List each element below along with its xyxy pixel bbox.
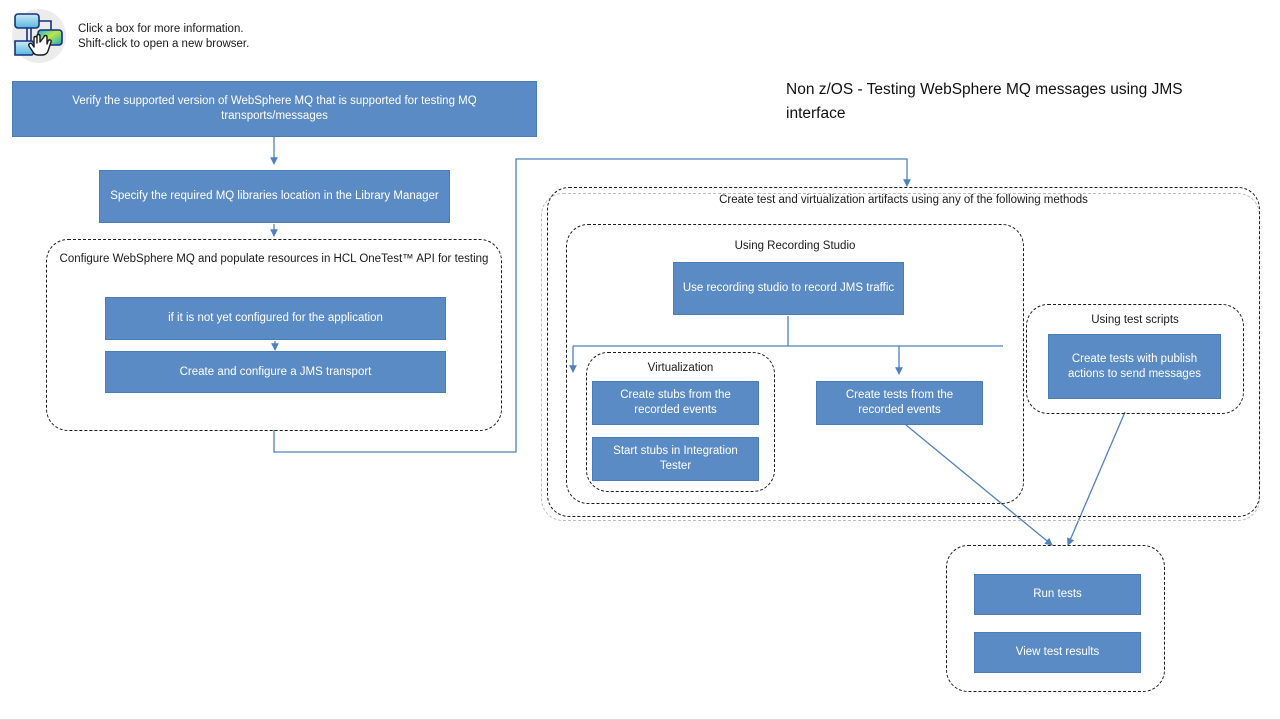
group-using-test-scripts-label: Using test scripts [1091,314,1179,326]
group-configure-mq-label: Configure WebSphere MQ and populate reso… [59,253,489,265]
node-create-stubs[interactable]: Create stubs from the recorded events [592,381,759,425]
group-virtualization-label: Virtualization [647,362,714,374]
hint-line-2: Shift-click to open a new browser. [78,38,250,50]
page-title: Non z/OS - Testing WebSphere MQ messages… [786,81,1183,122]
node-start-stubs[interactable]: Start stubs in Integration Tester [592,437,759,481]
hint-bar: Click a box for more information. Shift-… [0,0,1280,72]
node-verify-version[interactable]: Verify the supported version of WebSpher… [12,81,537,137]
flowchart-click-icon [8,6,70,66]
node-use-recording-studio[interactable]: Use recording studio to record JMS traff… [673,262,904,315]
node-not-yet-configured[interactable]: if it is not yet configured for the appl… [105,297,446,340]
node-create-jms-transport[interactable]: Create and configure a JMS transport [105,351,446,393]
node-view-test-results[interactable]: View test results [974,632,1141,673]
group-create-artifacts-label: Create test and virtualization artifacts… [719,194,1088,206]
hint-text: Click a box for more information. Shift-… [78,22,249,52]
node-create-tests-from-recorded[interactable]: Create tests from the recorded events [816,381,983,425]
hint-line-1: Click a box for more information. [78,23,244,35]
node-create-tests-publish[interactable]: Create tests with publish actions to sen… [1048,334,1221,399]
node-specify-libraries[interactable]: Specify the required MQ libraries locati… [99,170,450,223]
group-results[interactable] [946,545,1165,692]
group-using-recording-studio-label: Using Recording Studio [734,240,856,252]
node-run-tests[interactable]: Run tests [974,574,1141,615]
